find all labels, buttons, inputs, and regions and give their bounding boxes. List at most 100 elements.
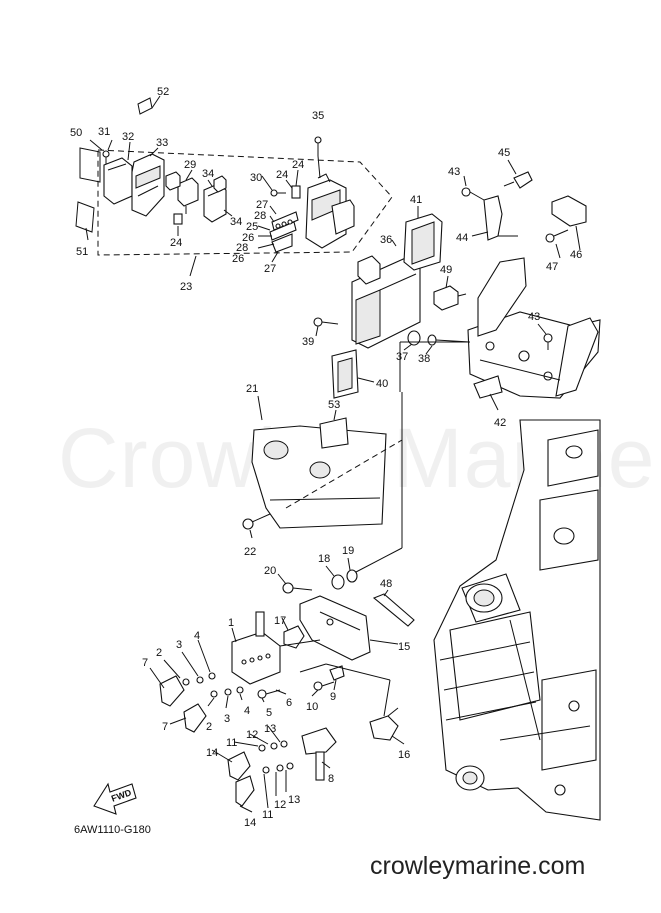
- callout-1: 1: [228, 617, 234, 629]
- callout-28-bottom: 28: [236, 242, 248, 254]
- callout-numbers: 52 35 50 31 32 33 29 34 34 24 30 24 24 2…: [70, 86, 582, 829]
- callout-7-top: 7: [142, 657, 148, 669]
- callout-25: 25: [246, 221, 258, 233]
- grommet-37: [407, 330, 421, 346]
- callout-4-bottom: 4: [244, 705, 250, 717]
- leaders-right: [315, 159, 581, 573]
- callout-45: 45: [498, 147, 510, 159]
- callout-8: 8: [328, 773, 334, 785]
- callout-17: 17: [274, 615, 286, 627]
- callout-43-mid: 43: [528, 311, 540, 323]
- callout-12-top: 12: [246, 729, 258, 741]
- callout-6: 6: [286, 697, 292, 709]
- washers-left: [182, 672, 294, 774]
- coupler-8: [301, 727, 337, 781]
- callout-2-top: 2: [156, 647, 162, 659]
- bolt-22: [242, 513, 271, 530]
- cover-21: [251, 417, 387, 529]
- cap-14-top: [227, 751, 251, 781]
- plate-52: [137, 95, 161, 115]
- callout-27-bottom: 27: [264, 263, 276, 275]
- callout-38: 38: [418, 353, 430, 365]
- plate-50: [79, 147, 101, 183]
- bolt-10: [313, 681, 335, 691]
- bracket-32: [103, 157, 133, 205]
- callout-34-bottom: 34: [230, 216, 242, 228]
- fuse-box: [305, 173, 355, 249]
- callout-30: 30: [250, 172, 262, 184]
- callout-40: 40: [376, 378, 388, 390]
- callout-34-top: 34: [202, 168, 214, 180]
- screw-35: [314, 136, 322, 179]
- callout-51: 51: [76, 246, 88, 258]
- callout-11-bottom: 11: [262, 809, 273, 821]
- leader-21-line: [285, 439, 403, 509]
- fuse-stack: [269, 211, 299, 253]
- bracket-44: [483, 195, 518, 241]
- callout-37: 37: [396, 351, 408, 363]
- grommet-18: [331, 574, 345, 590]
- rubber-cover-41: [403, 213, 443, 271]
- callout-19: 19: [342, 545, 354, 557]
- fuse-24-top: [291, 185, 301, 199]
- callout-4-top: 4: [194, 630, 200, 642]
- cap-7-bottom: [183, 703, 207, 733]
- callout-48: 48: [380, 578, 392, 590]
- callout-26-top: 26: [242, 232, 254, 244]
- engine-block: [433, 419, 601, 821]
- callout-43-top: 43: [448, 166, 460, 178]
- callout-47: 47: [546, 261, 558, 273]
- leaders-cover: [249, 395, 337, 539]
- cover-36: [351, 255, 421, 349]
- callout-24-left: 24: [170, 237, 182, 249]
- diagram-code: 6AW1110-G180: [74, 824, 151, 836]
- callout-27-top: 27: [256, 199, 268, 211]
- screw-30: [270, 189, 286, 197]
- callout-10: 10: [306, 701, 318, 713]
- fwd-arrow: FWD: [93, 782, 137, 815]
- bolt-39: [313, 317, 339, 327]
- callout-26-bottom: 26: [232, 253, 244, 265]
- relay-34: [203, 175, 227, 223]
- callout-15: 15: [398, 641, 410, 653]
- holder-40: [331, 349, 359, 399]
- callout-14-top: 14: [206, 747, 218, 759]
- relay-29: [177, 177, 199, 214]
- site-url[interactable]: crowleymarine.com: [370, 852, 586, 880]
- callout-49: 49: [440, 264, 452, 276]
- clip-16: [369, 707, 399, 741]
- callout-36: 36: [380, 234, 392, 246]
- callout-11-top: 11: [226, 737, 237, 749]
- connector-45: [503, 171, 533, 189]
- callout-13-top: 13: [264, 723, 276, 735]
- callout-46: 46: [570, 249, 582, 261]
- bracket-15: [299, 595, 371, 661]
- callout-42: 42: [494, 417, 506, 429]
- plate-51: [75, 201, 95, 233]
- holder-1: [231, 611, 281, 685]
- callout-31: 31: [98, 126, 110, 138]
- callout-9: 9: [330, 691, 336, 703]
- bolt-20: [282, 582, 313, 594]
- plug-49: [433, 285, 467, 311]
- callout-24-top: 24: [292, 159, 304, 171]
- bolt-6: [257, 689, 281, 699]
- group-box-23: [97, 149, 393, 256]
- collar-38: [427, 334, 471, 346]
- callout-23: 23: [180, 281, 192, 293]
- bolt-43-top: [461, 187, 485, 201]
- callout-50: 50: [70, 127, 82, 139]
- leaders-top: [85, 139, 299, 277]
- callout-3-bottom: 3: [224, 713, 230, 725]
- callout-5: 5: [266, 707, 272, 719]
- collar-19: [346, 569, 358, 583]
- bolt-43-mid: [543, 333, 553, 350]
- main-bracket: [467, 257, 601, 399]
- callout-29: 29: [184, 159, 196, 171]
- screw-31: [102, 150, 110, 164]
- callout-52: 52: [157, 86, 169, 98]
- callout-22: 22: [244, 546, 256, 558]
- callout-13-bottom: 13: [288, 794, 300, 806]
- callout-21: 21: [246, 383, 258, 395]
